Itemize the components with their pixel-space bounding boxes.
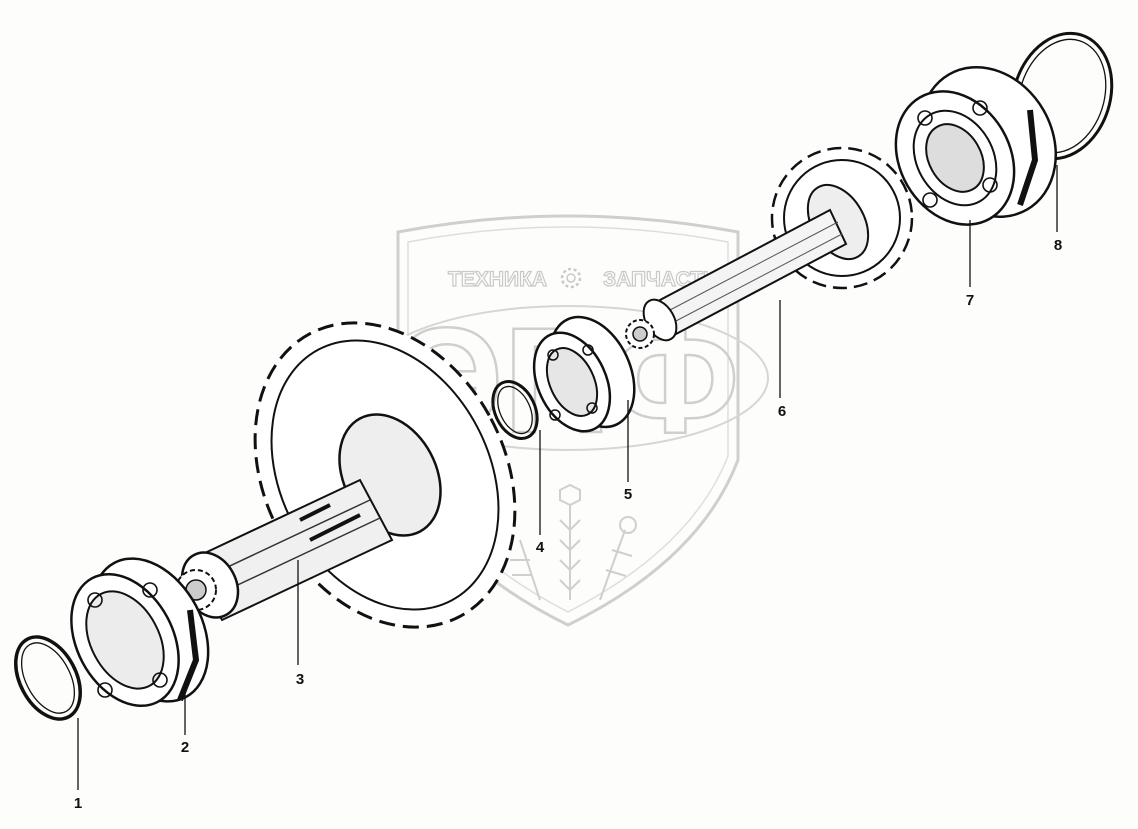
callout-6: 6	[778, 403, 786, 420]
callout-4: 4	[536, 539, 545, 556]
part-7-bearing	[894, 66, 1058, 226]
part-3-gear-shaft	[175, 321, 517, 629]
watermark-brand-left: ТЕХНИКА	[448, 268, 547, 291]
part-5-bearing	[532, 315, 636, 433]
part-2-bearing	[70, 557, 210, 708]
callout-labels: 1 2 3 4 5 6 7 8	[74, 237, 1062, 812]
callout-8: 8	[1054, 237, 1062, 254]
part-1-ring	[14, 635, 82, 721]
callout-1: 1	[74, 795, 82, 812]
watermark-wheat	[510, 483, 637, 601]
callout-3: 3	[296, 671, 304, 688]
part-6-gear-shaft	[625, 146, 914, 349]
part-4-ring	[491, 380, 539, 440]
gear-icon	[560, 267, 582, 289]
callout-2: 2	[181, 739, 189, 756]
callout-5: 5	[624, 486, 632, 503]
leader-lines	[77, 165, 1058, 790]
callout-7: 7	[966, 292, 974, 309]
